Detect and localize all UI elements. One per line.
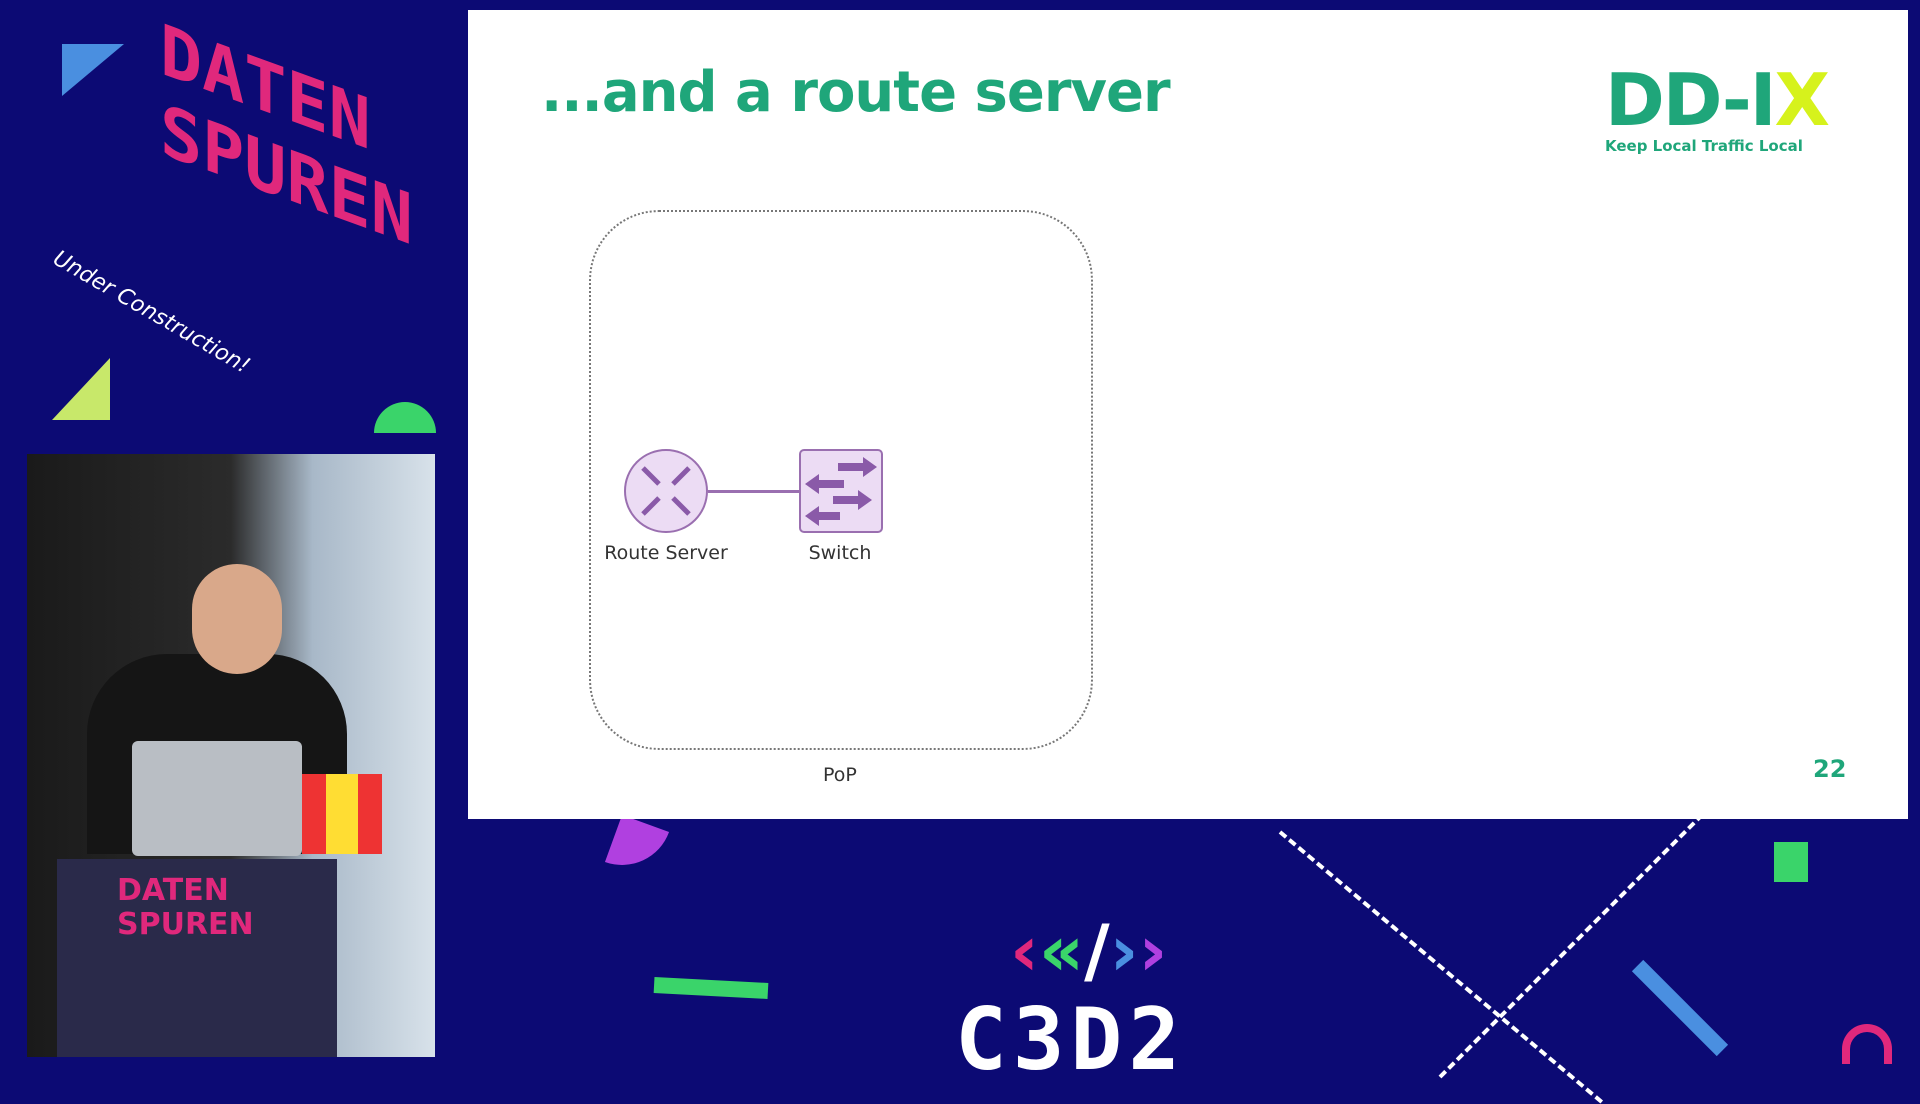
connection-line [708,490,800,493]
conference-name-text: DATEN SPUREN [160,8,413,263]
c3d2-logo: C3D2 [955,990,1187,1090]
slide-title: ...and a route server [541,60,1171,125]
decor-arc-pink [1842,1024,1892,1064]
conference-name: DATEN SPUREN [160,8,440,262]
podium: DATEN SPUREN [57,859,337,1057]
logo-mark: DD-IX [1605,58,1830,142]
switch-icon [798,448,884,538]
decor-semicircle-green [374,402,436,433]
conference-logo: DATEN SPUREN Under Construction! [20,8,460,380]
presentation-slide: ...and a route server DD-IX Keep Local T… [468,10,1908,819]
decor-semicircle-purple [604,814,670,880]
toy-blocks [302,774,382,854]
dd-ix-logo: DD-IX Keep Local Traffic Local [1605,58,1845,155]
decor-bar-green [653,977,769,999]
decor-square-green [1774,842,1808,882]
logo-tagline: Keep Local Traffic Local [1605,137,1803,155]
decor-triangle-lime [52,358,110,420]
decor-bar-blue [1631,959,1729,1057]
decor-dashed-line [1278,830,1604,1104]
chevron-logo-icon: ‹«/›› [1010,910,1168,992]
pop-label: PoP [823,764,857,786]
decor-triangle-blue [62,44,124,96]
conference-subtitle: Under Construction! [48,246,254,379]
route-server-label: Route Server [604,542,728,564]
laptop [132,741,302,856]
speaker-head [192,564,282,674]
speaker-video: DATEN SPUREN [27,454,435,1057]
podium-sign: DATEN SPUREN [117,873,254,942]
switch-label: Switch [808,542,872,564]
pop-group-box [589,210,1093,750]
route-server-icon [623,448,709,538]
page-number: 22 [1813,755,1847,783]
